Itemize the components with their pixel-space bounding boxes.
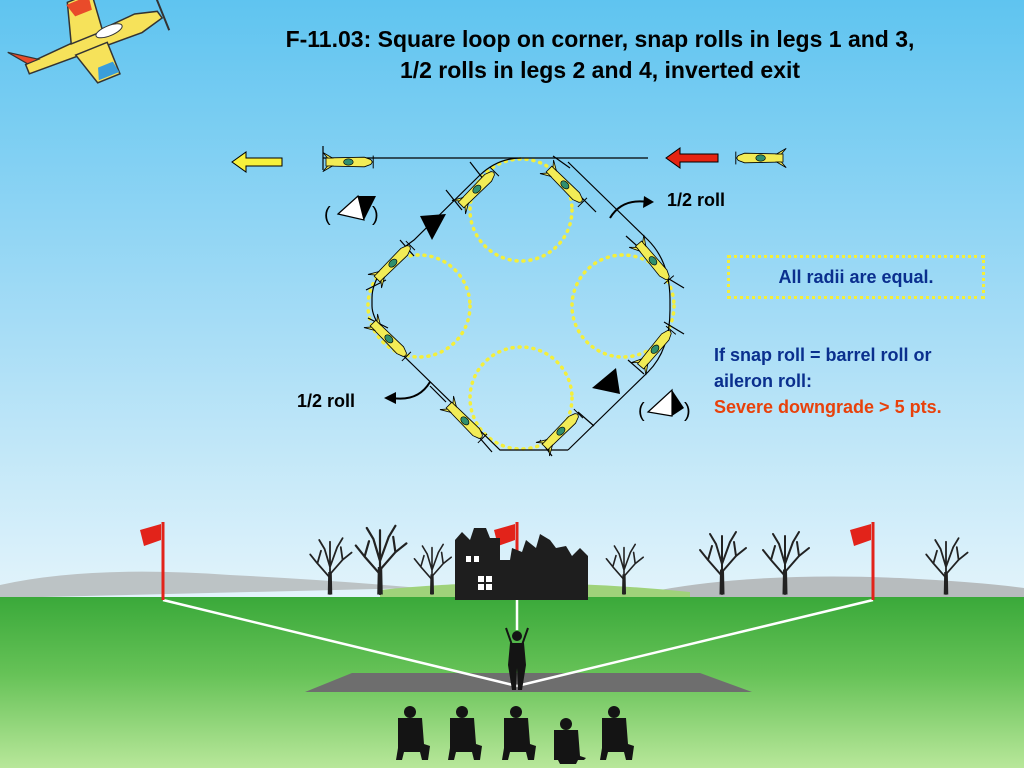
judge-silhouette bbox=[502, 706, 536, 760]
snap-roll-triangle-icon bbox=[420, 214, 446, 240]
svg-text:(: ( bbox=[638, 400, 645, 422]
snap-roll-triangle-icon bbox=[592, 368, 620, 394]
snap-roll-triangle-icon: ( ) bbox=[638, 388, 691, 422]
pilot-silhouette bbox=[505, 627, 529, 690]
title-line-2: 1/2 rolls in legs 2 and 4, inverted exit bbox=[399, 57, 801, 83]
yellow-left-arrow-icon bbox=[231, 151, 283, 173]
curved-arrow-icon bbox=[384, 381, 431, 404]
tree-icon bbox=[699, 531, 747, 595]
tree-icon bbox=[605, 543, 645, 595]
trees bbox=[309, 524, 969, 596]
snap-note-line-1: If snap roll = barrel roll or bbox=[714, 345, 932, 365]
title-line-1: F-11.03: Square loop on corner, snap rol… bbox=[285, 26, 915, 52]
snap-note-line-2: aileron roll: bbox=[714, 371, 813, 391]
snap-roll-triangle-icon: ( ) bbox=[324, 194, 379, 226]
judge-silhouette bbox=[552, 718, 586, 764]
curved-arrow-icon bbox=[609, 196, 654, 219]
logo-aircraft bbox=[7, 0, 171, 84]
tree-icon bbox=[925, 537, 969, 595]
half-roll-label-left: 1/2 roll bbox=[297, 391, 356, 411]
radii-note: All radii are equal. bbox=[778, 266, 934, 287]
castle-ruin bbox=[455, 528, 588, 600]
judges-silhouettes bbox=[396, 706, 634, 764]
judge-silhouette bbox=[448, 706, 482, 760]
svg-text:): ) bbox=[684, 400, 691, 422]
judge-silhouette bbox=[396, 706, 430, 760]
downgrade-note: Severe downgrade > 5 pts. bbox=[714, 397, 942, 417]
half-roll-label-right: 1/2 roll bbox=[667, 190, 726, 210]
snap-roll-note: If snap roll = barrel roll or aileron ro… bbox=[714, 342, 1014, 420]
radii-note-box: All radii are equal. bbox=[727, 255, 985, 299]
tree-icon bbox=[413, 543, 453, 595]
judge-silhouette bbox=[600, 706, 634, 760]
red-flag-icon bbox=[140, 522, 165, 600]
equal-radius-circles bbox=[366, 157, 676, 451]
red-flag-icon bbox=[850, 522, 875, 600]
tree-icon bbox=[762, 531, 810, 595]
red-left-arrow-icon bbox=[665, 147, 719, 169]
tree-icon bbox=[309, 537, 353, 595]
svg-text:): ) bbox=[372, 204, 379, 226]
tree-icon bbox=[354, 524, 408, 596]
svg-text:(: ( bbox=[324, 204, 331, 226]
page-title: F-11.03: Square loop on corner, snap rol… bbox=[190, 24, 1010, 86]
